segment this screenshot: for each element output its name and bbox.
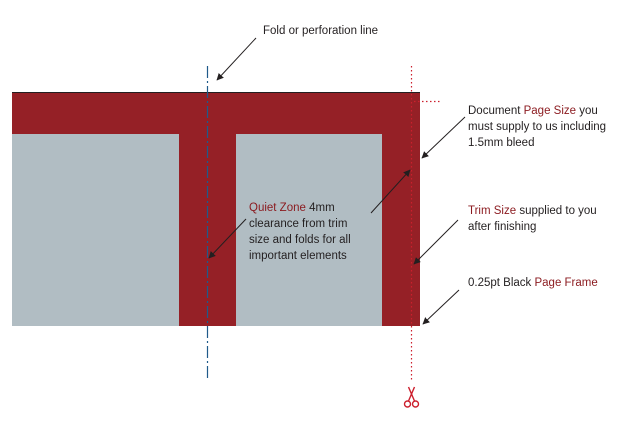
fold-line-label: Fold or perforation line xyxy=(263,23,378,39)
trim-size-line-2: after finishing xyxy=(468,221,537,233)
trim-size-label: Trim Size supplied to you after finishin… xyxy=(468,203,597,235)
left-panel xyxy=(12,134,179,326)
page-size-term: Page Size xyxy=(523,105,577,117)
doc-size-line-1: Document Page Size you xyxy=(468,105,598,117)
doc-size-leader-arrow xyxy=(421,116,466,159)
quiet-zone-term: Quiet Zone xyxy=(249,202,306,214)
quiet-zone-leader-arrow-left xyxy=(208,218,247,259)
fold-leader-arrow xyxy=(216,37,257,81)
quiet-zone-line-2: clearance from trim xyxy=(249,218,348,230)
scissors-icon xyxy=(403,386,420,408)
page-frame-label: 0.25pt Black Page Frame xyxy=(468,277,598,289)
page-frame-leader-arrow xyxy=(422,289,460,325)
quiet-zone-label: Quiet Zone 4mm clearance from trim size … xyxy=(249,200,351,264)
quiet-zone-line-3: size and folds for all xyxy=(249,234,351,246)
doc-size-line-3: 1.5mm bleed xyxy=(468,137,535,149)
quiet-zone-leader-arrow-right xyxy=(370,169,411,214)
trim-size-line-1: Trim Size supplied to you xyxy=(468,205,597,217)
right-panel xyxy=(236,134,382,326)
doc-size-line-2: must supply to us including xyxy=(468,121,607,133)
quiet-zone-line-1: Quiet Zone 4mm xyxy=(249,202,335,214)
page-frame-term: Page Frame xyxy=(534,277,598,289)
trim-size-term: Trim Size xyxy=(468,205,517,217)
quiet-zone-line-4: important elements xyxy=(249,250,347,262)
document-page-size-label: Document Page Size you must supply to us… xyxy=(468,103,606,151)
fold-line-text: Fold or perforation line xyxy=(263,25,379,37)
trim-size-leader-arrow xyxy=(413,219,459,265)
